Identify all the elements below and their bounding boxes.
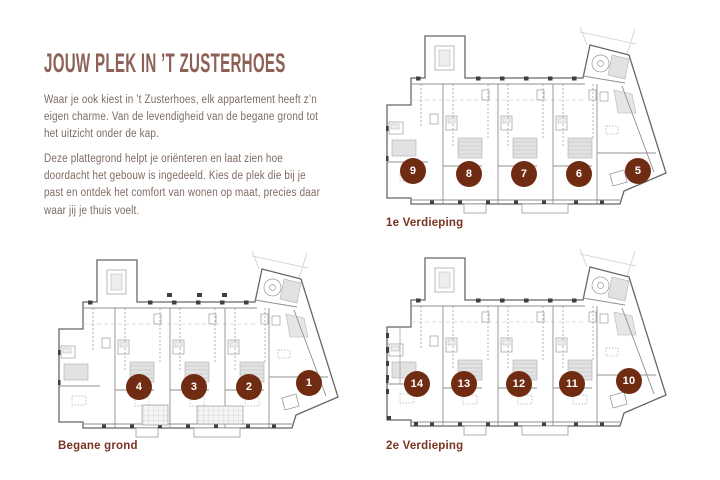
paragraph-line: waar jij je thuis voelt. <box>44 204 140 217</box>
paragraph-line: Waar je ook kiest in ’t Zusterhoes, elk … <box>44 94 317 106</box>
intro-paragraph-2: Deze plattegrond helpt je oriënteren en … <box>44 151 365 220</box>
unit-badge: 3 <box>181 374 207 400</box>
page-title: JOUW PLEK IN ’T ZUSTERHOES <box>44 48 286 78</box>
paragraph-line: doordacht het gebouw is ingedeeld. Kies … <box>44 170 306 183</box>
unit-badge: 6 <box>566 161 592 187</box>
unit-badge: 5 <box>625 158 651 184</box>
floorplan-2e-verdieping: 14 13 12 11 10 <box>386 248 668 448</box>
unit-badge: 9 <box>400 158 426 184</box>
paragraph-line: het uitzicht onder de kap. <box>44 128 159 141</box>
paragraph-line: eigen charme. Van de levendigheid van de… <box>44 111 319 124</box>
unit-badge: 13 <box>451 371 477 397</box>
unit-badge: 8 <box>456 161 482 187</box>
floorplan-drawing <box>386 26 667 214</box>
unit-badge: 10 <box>616 368 642 394</box>
floorplan-drawing <box>386 248 667 436</box>
unit-badge: 2 <box>236 374 262 400</box>
floorplan-drawing <box>58 250 339 438</box>
unit-badge: 4 <box>126 374 152 400</box>
floorplan-begane-grond: 4 3 2 1 <box>58 250 340 450</box>
floorplan-label-begane-grond: Begane grond <box>58 440 138 452</box>
unit-badge: 7 <box>511 161 537 187</box>
paragraph-line: Deze plattegrond helpt je oriënteren en … <box>44 153 283 165</box>
paragraph-line: past en ontdek het comfort van wonen op … <box>44 187 321 200</box>
intro-paragraph-1: Waar je ook kiest in ’t Zusterhoes, elk … <box>44 92 363 144</box>
floorplan-1e-verdieping: 9 8 7 6 5 <box>386 26 668 226</box>
floorplan-label-1e: 1e Verdieping <box>386 217 464 229</box>
unit-badge: 14 <box>404 371 430 397</box>
floorplan-label-2e: 2e Verdieping <box>386 440 464 452</box>
unit-badge: 1 <box>296 370 322 396</box>
unit-badge: 12 <box>506 371 532 397</box>
unit-badge: 11 <box>559 371 585 397</box>
